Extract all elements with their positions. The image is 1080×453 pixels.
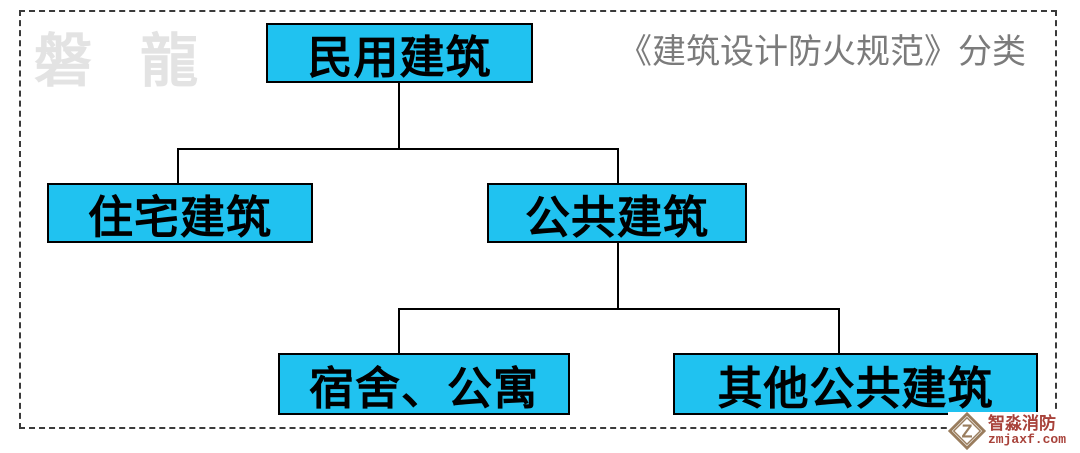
connector-top-horizontal (177, 148, 619, 150)
connector-bottom-horizontal (398, 308, 840, 310)
node-civil-building: 民用建筑 (266, 23, 533, 83)
zhimiao-logo-text: 智淼消防 zmjaxf.com (988, 415, 1066, 446)
connector-residential-down (177, 148, 179, 185)
connector-public-out (617, 243, 619, 310)
svg-text:Z: Z (961, 422, 972, 442)
node-dormitory-apartment: 宿舍、公寓 (278, 353, 570, 415)
node-public-building: 公共建筑 (487, 183, 747, 243)
zhimiao-logo-url: zmjaxf.com (988, 432, 1067, 448)
dashed-border-frame (19, 10, 1057, 429)
watermark-panlong: 磐 龍 (34, 29, 215, 94)
node-residential-building: 住宅建筑 (47, 183, 313, 243)
zhimiao-diamond-icon: Z (948, 412, 986, 450)
diagram-title: 《建筑设计防火规范》分类 (618, 33, 1026, 71)
node-other-public-building: 其他公共建筑 (673, 353, 1038, 415)
connector-dormitory-down (398, 308, 400, 355)
zhimiao-logo-name: 智淼消防 (988, 414, 1056, 434)
connector-root-down (398, 83, 400, 150)
connector-public-down (617, 148, 619, 185)
zhimiao-logo: Z 智淼消防 zmjaxf.com (948, 412, 1067, 450)
connector-otherpublic-down (838, 308, 840, 355)
